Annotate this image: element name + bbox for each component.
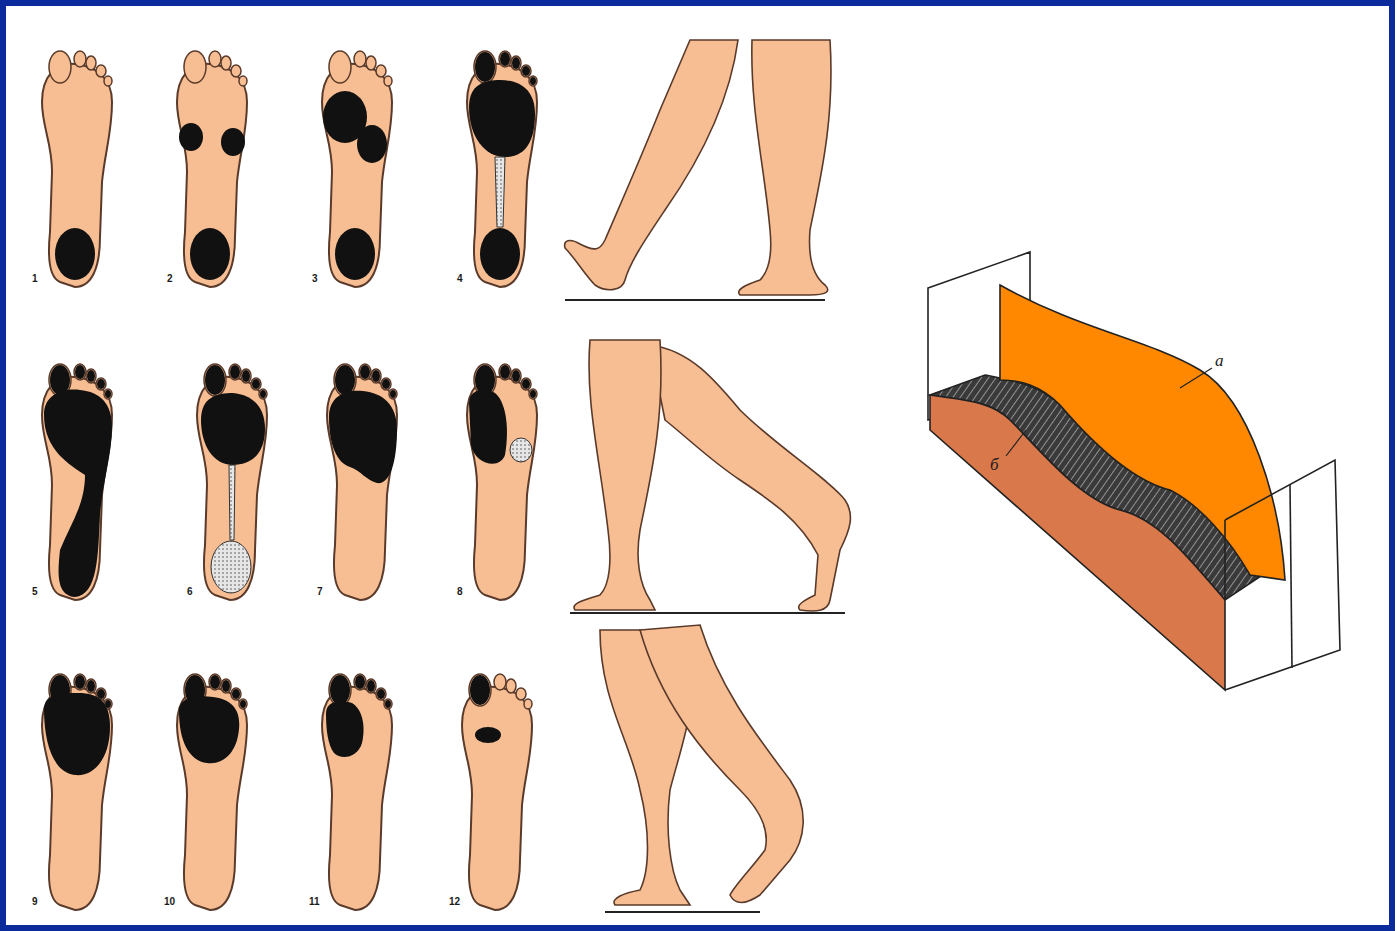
callout-number: 5 xyxy=(32,587,38,597)
callout-number: 9 xyxy=(32,897,38,907)
callout-number: 8 xyxy=(457,587,463,597)
part-label: а xyxy=(1215,352,1224,369)
callout-number: 10 xyxy=(164,897,175,907)
callout-number: 7 xyxy=(317,587,323,597)
part-label: б xyxy=(990,456,999,473)
callout-number: 3 xyxy=(312,274,318,284)
walking-legs xyxy=(565,40,851,912)
plantograms xyxy=(42,51,537,910)
insole-block xyxy=(928,252,1340,690)
callout-number: 11 xyxy=(309,897,320,907)
callout-number: 2 xyxy=(167,274,173,284)
callout-number: 1 xyxy=(32,274,38,284)
callout-number: 6 xyxy=(187,587,193,597)
callout-number: 4 xyxy=(457,274,463,284)
callout-number: 12 xyxy=(449,897,460,907)
